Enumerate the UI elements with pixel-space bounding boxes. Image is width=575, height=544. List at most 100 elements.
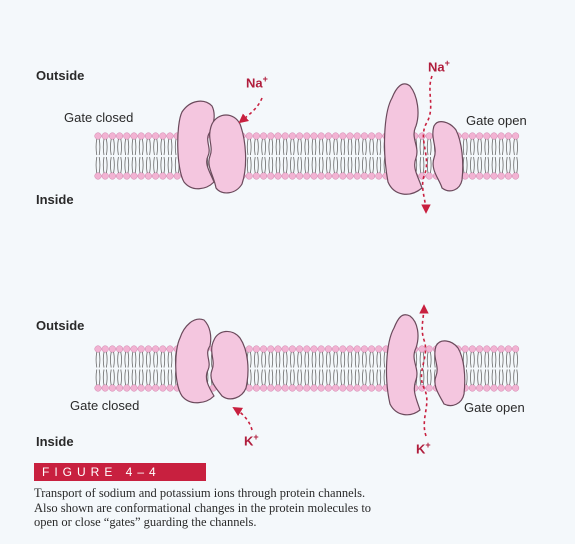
lipid-head <box>95 133 102 140</box>
lipid-tail <box>262 370 263 386</box>
lipid-tail <box>492 139 493 155</box>
lipid-head <box>296 173 303 180</box>
lipid-tail <box>250 370 251 386</box>
lipid-head <box>246 346 253 353</box>
lipid-head <box>268 173 275 180</box>
lipid-tail <box>312 157 313 173</box>
lipid-head <box>152 173 159 180</box>
lipid-tail <box>423 370 424 386</box>
lipid-tail <box>478 370 479 386</box>
lipid-head <box>318 133 325 140</box>
lipid-tail <box>99 352 100 368</box>
lipid-tail <box>362 157 363 173</box>
lipid-tail <box>298 352 299 368</box>
lipid-head <box>152 346 159 353</box>
lipid-tail <box>175 139 176 155</box>
lipid-tail <box>132 352 133 368</box>
lipid-tail <box>502 370 503 386</box>
lipid-tail <box>301 352 302 368</box>
lipid-head <box>131 385 138 392</box>
lipid-tail <box>470 157 471 173</box>
lipid-tail <box>154 157 155 173</box>
lipid-tail <box>258 370 259 386</box>
lipid-head <box>491 173 498 180</box>
lipid-tail <box>499 370 500 386</box>
lipid-tail <box>121 157 122 173</box>
lipid-tail <box>517 352 518 368</box>
lipid-tail <box>301 139 302 155</box>
lipid-tail <box>265 370 266 386</box>
lipid-tail <box>384 352 385 368</box>
ion-charge: + <box>253 432 258 442</box>
lipid-tail <box>250 139 251 155</box>
lipid-head <box>361 385 368 392</box>
lipid-tail <box>128 352 129 368</box>
lipid-tail <box>485 139 486 155</box>
lipid-tail <box>420 139 421 155</box>
lipid-tail <box>358 157 359 173</box>
lipid-head <box>304 173 311 180</box>
lipid-tail <box>254 370 255 386</box>
protein-left-subunit <box>178 101 214 189</box>
lipid-tail <box>110 352 111 368</box>
lipid-head <box>304 133 311 140</box>
lipid-tail <box>315 352 316 368</box>
lipid-tail <box>355 139 356 155</box>
lipid-tail <box>478 157 479 173</box>
lipid-tail <box>298 139 299 155</box>
lipid-head <box>505 133 512 140</box>
lipid-tail <box>370 370 371 386</box>
lipid-head <box>282 346 289 353</box>
lipid-tail <box>341 157 342 173</box>
lipid-head <box>311 133 318 140</box>
protein-right-subunit <box>211 331 248 398</box>
lipid-tail <box>114 370 115 386</box>
channel-open-bottom <box>387 315 465 415</box>
lipid-tail <box>290 370 291 386</box>
lipid-tail <box>132 370 133 386</box>
lipid-tail <box>286 370 287 386</box>
lipid-tail <box>114 157 115 173</box>
lipid-head <box>138 173 145 180</box>
lipid-head <box>419 173 426 180</box>
lipid-tail <box>142 157 143 173</box>
lipid-head <box>426 133 433 140</box>
lipid-tail <box>485 370 486 386</box>
lipid-tail <box>168 352 169 368</box>
lipid-tail <box>499 352 500 368</box>
lipid-tail <box>254 139 255 155</box>
lipid-tail <box>164 157 165 173</box>
lipid-tail <box>510 352 511 368</box>
lipid-tail <box>164 139 165 155</box>
lipid-tail <box>312 370 313 386</box>
lipid-head <box>289 173 296 180</box>
lipid-tail <box>121 139 122 155</box>
caption-line: Transport of sodium and potassium ions t… <box>34 486 554 501</box>
lipid-tail <box>348 157 349 173</box>
lipid-tail <box>146 157 147 173</box>
lipid-tail <box>488 139 489 155</box>
lipid-head <box>304 385 311 392</box>
lipid-tail <box>380 157 381 173</box>
lipid-head <box>505 346 512 353</box>
lipid-tail <box>495 157 496 173</box>
lipid-tail <box>492 157 493 173</box>
lipid-tail <box>380 352 381 368</box>
lipid-tail <box>146 139 147 155</box>
lipid-tail <box>154 370 155 386</box>
lipid-tail <box>319 370 320 386</box>
lipid-tail <box>262 157 263 173</box>
lipid-tail <box>348 370 349 386</box>
lipid-tail <box>377 352 378 368</box>
lipid-head <box>347 133 354 140</box>
lipid-tail <box>250 352 251 368</box>
lipid-tail <box>430 370 431 386</box>
lipid-head <box>260 173 267 180</box>
lipid-head <box>462 133 469 140</box>
lipid-head <box>253 133 260 140</box>
lipid-tail <box>502 352 503 368</box>
k-ion-arrow-open <box>421 306 426 436</box>
lipid-tail <box>272 352 273 368</box>
lipid-head <box>498 173 505 180</box>
